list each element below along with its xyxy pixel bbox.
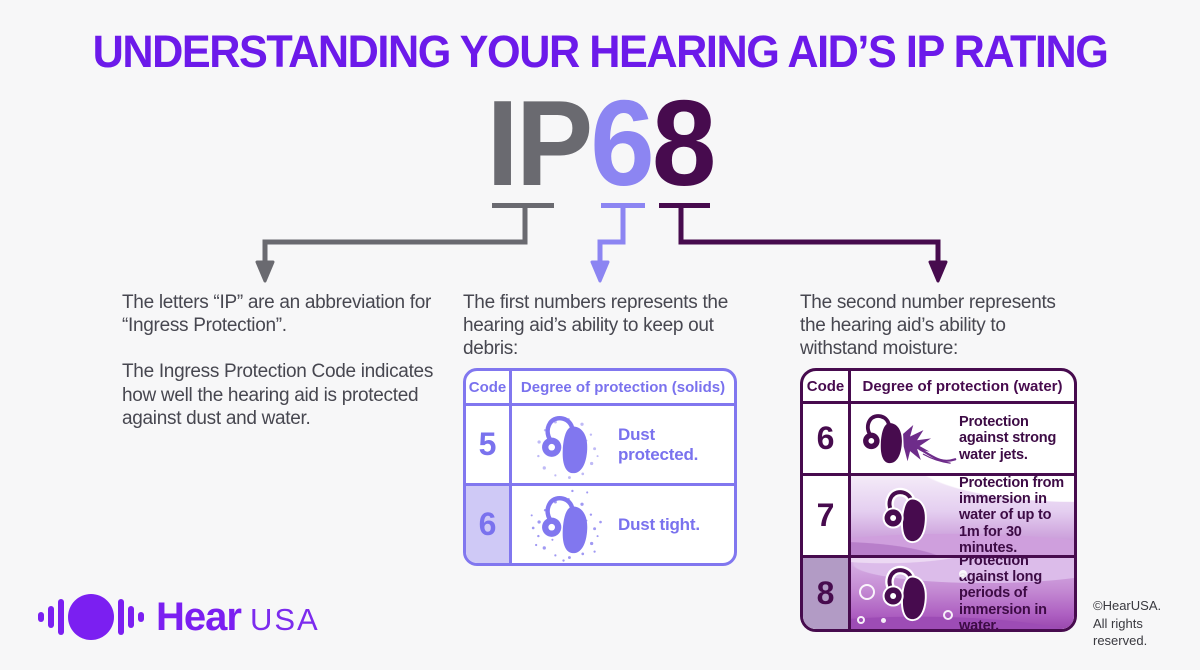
brand-name-light: USA	[249, 602, 320, 637]
ip-arrowhead-icon	[255, 260, 275, 283]
solids-row-6-label: Dust tight.	[618, 514, 700, 534]
water-explanation-column: The second number represents the hearing…	[800, 291, 1085, 361]
ip-code-prefix: IP	[486, 75, 593, 211]
digit-six-arrowhead-icon	[590, 260, 610, 283]
solids-row-5-label: Dust protected.	[618, 424, 699, 464]
ip-explanation-paragraph-2: The Ingress Protection Code indicates ho…	[122, 361, 434, 429]
water-row-6-code: 6	[803, 401, 851, 473]
ip-underline	[492, 203, 554, 208]
water-row-7-code: 7	[803, 473, 851, 555]
water-row-8: Protection against long periods of immer…	[851, 555, 1074, 629]
digit-six-underline	[601, 203, 645, 208]
water-protection-table: Code Degree of protection (water) 6 Prot…	[800, 368, 1077, 632]
digit-eight-arrowhead-icon	[928, 260, 948, 283]
water-row-7: Protection from immersion in water of up…	[851, 473, 1074, 555]
solids-row-5-code: 5	[466, 403, 512, 483]
ip-explanation-column: The letters “IP” are an abbreviation for…	[122, 291, 442, 430]
bubble-icon	[859, 584, 875, 600]
brand-name-bold: Hear	[156, 594, 242, 639]
soundwave-icon	[38, 594, 144, 640]
hearing-aid-dust-icon	[512, 408, 618, 482]
copyright-notice: ©HearUSA. All rights reserved.	[1093, 597, 1200, 650]
water-row-6-label: Protection against strong water jets.	[959, 413, 1057, 463]
hearing-aid-immersion-icon	[851, 483, 959, 549]
copyright-line-1: ©HearUSA.	[1093, 598, 1162, 613]
connector-arrows	[255, 203, 948, 283]
digit-six-connector-line	[597, 208, 626, 262]
ip-code-first-digit: 6	[590, 75, 654, 211]
solids-table-header-code: Code	[466, 371, 512, 403]
hearusa-logo: Hear USA	[38, 594, 320, 640]
water-row-8-label: Protection against long periods of immer…	[959, 555, 1047, 629]
water-row-8-code: 8	[803, 555, 851, 629]
digit-eight-connector-line	[678, 208, 941, 262]
water-row-7-label: Protection from immersion in water of up…	[959, 474, 1064, 555]
hearing-aid-water-jet-icon	[851, 407, 959, 471]
hearing-aid-deep-immersion-icon	[851, 561, 959, 627]
hearing-aid-dust-tight-icon	[512, 488, 618, 562]
solids-row-6: Dust tight.	[512, 483, 734, 563]
bubble-icon	[959, 570, 967, 578]
solids-table-header-degree: Degree of protection (solids)	[520, 378, 726, 396]
solids-row-5: Dust protected.	[512, 403, 734, 483]
page-title: UNDERSTANDING YOUR HEARING AID’S IP RATI…	[92, 26, 1109, 77]
ip-code-display: IP68	[30, 82, 1170, 204]
bubble-icon	[943, 610, 953, 620]
digit-eight-underline	[659, 203, 710, 208]
water-table-header-code: Code	[803, 371, 851, 401]
water-row-6: Protection against strong water jets.	[851, 401, 1074, 473]
ip-explanation-paragraph-1: The letters “IP” are an abbreviation for…	[122, 292, 432, 337]
bubble-icon	[881, 618, 886, 623]
solids-explanation-paragraph: The first numbers represents the hearing…	[463, 292, 728, 360]
copyright-line-2: All rights reserved.	[1093, 615, 1148, 649]
solids-protection-table: Code Degree of protection (solids) 5 Dus…	[463, 368, 737, 566]
water-table-header-degree: Degree of protection (water)	[862, 377, 1063, 395]
ip-connector-line	[262, 208, 528, 262]
water-explanation-paragraph: The second number represents the hearing…	[800, 292, 1056, 360]
solids-row-6-code: 6	[466, 483, 512, 563]
solids-explanation-column: The first numbers represents the hearing…	[463, 291, 741, 361]
bubble-icon	[857, 616, 865, 624]
ip-code-second-digit: 8	[651, 75, 716, 211]
